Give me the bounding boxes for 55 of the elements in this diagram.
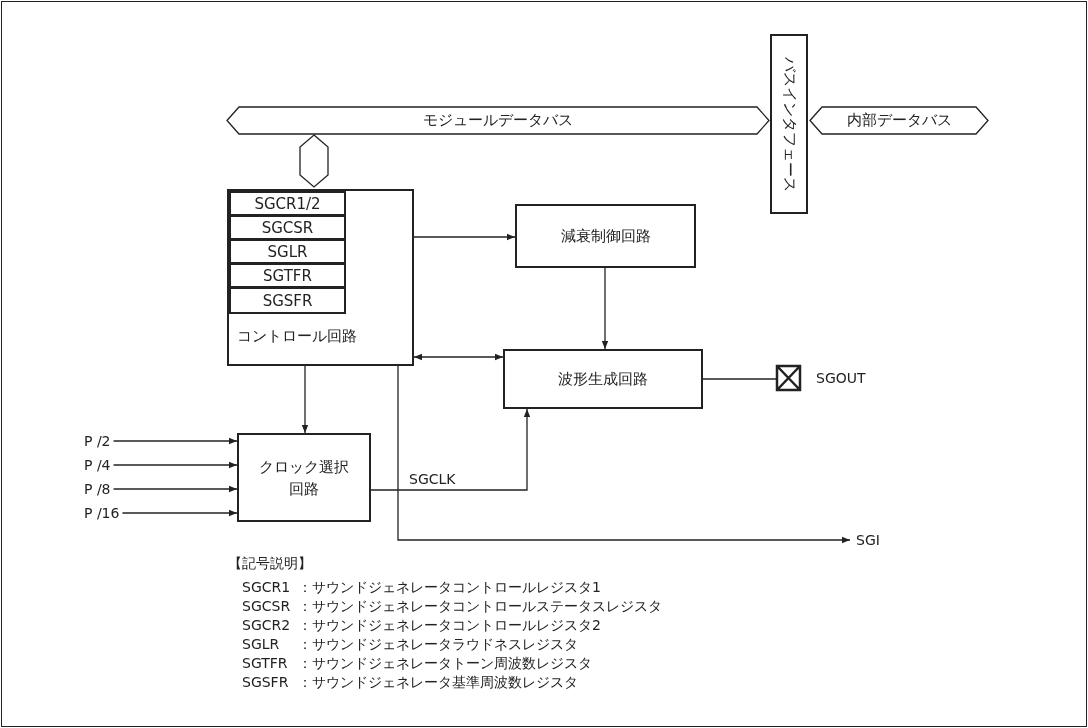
block-label: モジュールデータバス — [423, 111, 573, 130]
register-name: SGSFR — [262, 291, 313, 310]
symbol-description: ：サウンドジェネレータラウドネスレジスタ — [298, 635, 578, 653]
bus-band — [810, 107, 988, 134]
block-label: 減衰制御回路 — [560, 226, 651, 246]
arrow — [112, 485, 238, 493]
arrow — [112, 461, 238, 469]
signal-name: P /16 — [84, 505, 120, 521]
legend-heading: 【記号説明】 — [228, 554, 312, 572]
register-name: SGCR1/2 — [254, 194, 321, 213]
pin-symbol — [776, 365, 801, 391]
register-box — [229, 215, 346, 240]
process-box — [237, 433, 371, 522]
arrow — [601, 267, 609, 350]
arrow — [413, 353, 504, 361]
register-box — [229, 239, 346, 264]
symbol-description: ：サウンドジェネレータコントロールレジスタ1 — [298, 578, 601, 596]
signal-name: P /8 — [84, 481, 111, 497]
control-block — [227, 189, 414, 366]
pin-name: SGOUT — [816, 369, 866, 387]
arrow — [301, 365, 309, 434]
block-label: バスインタフェース — [779, 56, 799, 192]
arrow — [121, 509, 238, 517]
symbol-name: SGLR — [242, 635, 280, 653]
symbol-name: SGTFR — [242, 654, 288, 672]
symbol-description: ：サウンドジェネレータコントロールステータスレジスタ — [298, 597, 662, 615]
symbol-name: SGCR1 — [242, 578, 291, 596]
arrow — [112, 437, 238, 445]
bus-interface-box — [770, 34, 808, 214]
block-label: 波形生成回路 — [558, 369, 648, 389]
symbol-name: SGSFR — [242, 673, 289, 691]
block-label: 内部データバス — [846, 111, 952, 130]
connector-line — [702, 378, 777, 380]
symbol-name: SGCR2 — [242, 616, 291, 634]
process-box — [503, 349, 703, 409]
signal-name: SGI — [856, 532, 880, 548]
arrow — [370, 408, 531, 491]
signal-name: P /4 — [84, 457, 111, 473]
register-box — [229, 287, 346, 314]
process-box — [515, 204, 696, 268]
signal-name: P /2 — [84, 433, 111, 449]
register-name: SGCSR — [261, 218, 314, 237]
register-box — [229, 191, 346, 216]
symbol-description: ：サウンドジェネレータコントロールレジスタ2 — [298, 616, 601, 634]
symbol-name: SGCSR — [242, 597, 291, 615]
register-name: SGLR — [267, 242, 308, 261]
block-label: クロック選択回路 — [258, 456, 350, 500]
arrow — [413, 233, 516, 241]
symbol-description: ：サウンドジェネレータ基準周波数レジスタ — [298, 673, 578, 691]
register-name: SGTFR — [263, 266, 312, 285]
symbol-description: ：サウンドジェネレータトーン周波数レジスタ — [298, 654, 592, 672]
register-box — [229, 263, 346, 288]
block-label: コントロール回路 — [237, 327, 357, 346]
bus-connector — [300, 135, 328, 187]
arrow — [397, 365, 851, 544]
